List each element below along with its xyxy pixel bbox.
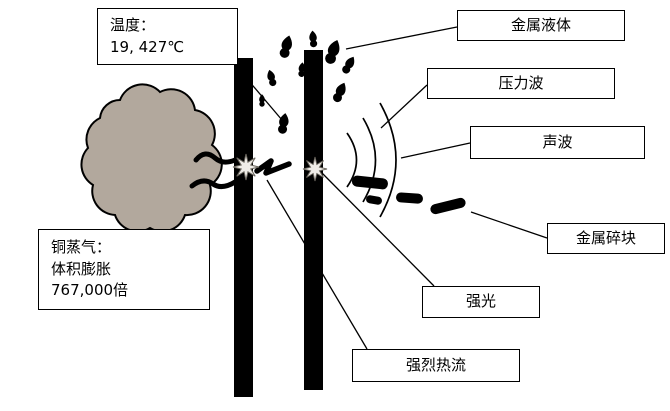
heat-flow-text: 强烈热流 [405,355,466,374]
droplet-icon [278,113,289,134]
heat-flow-label: 强烈热流 [352,349,520,382]
heat-flow-callout-line [266,179,368,350]
metal-fragments-label: 金属碎块 [547,223,665,254]
fragment-shape [366,195,382,205]
strong-light-callout-line [320,171,435,287]
droplet-icon [279,35,292,58]
temperature-callout-line [230,59,283,121]
left-busbar [234,58,253,397]
right-busbar [304,50,323,390]
wave-arc-middle [362,117,377,203]
copper-vapor-line2: 体积膨胀 [51,259,112,278]
fragment-shape [396,192,423,204]
temperature-value: 19, 427℃ [110,37,185,56]
arc-discharge-shape [254,158,292,176]
droplet-icon [309,30,318,48]
droplet-icon [333,82,346,103]
vapor-stream-bottom [189,178,238,190]
droplet-icon [342,56,355,74]
wave-arc-outer [379,102,397,218]
sound-wave-label: 声波 [470,126,645,159]
metal-fragments-callout-line [470,211,548,239]
spark-burst-right [302,156,328,182]
wave-arc-inner [346,132,358,188]
droplet-icon [267,69,277,87]
strong-light-label: 强光 [422,286,540,318]
droplet-icon [325,39,340,64]
metal-liquid-callout-line [345,26,458,50]
wave-arcs-group [346,102,397,218]
metal-liquid-label: 金属液体 [457,10,625,41]
droplet-icon [259,94,265,107]
molten-droplets-group [259,30,355,134]
metal-fragments-group [351,175,466,215]
metal-liquid-text: 金属液体 [510,15,571,34]
strong-light-text: 强光 [465,292,496,311]
sound-wave-callout-line [400,142,471,159]
droplet-icon [298,62,306,77]
temperature-label: 温度： 19, 427℃ [97,8,238,65]
sound-wave-text: 声波 [542,132,573,151]
fragment-shape [351,175,388,190]
spark-burst-left [232,153,260,181]
copper-vapor-title: 铜蒸气： [51,237,112,256]
metal-fragments-text: 金属碎块 [575,228,636,247]
fragment-shape [430,197,466,215]
copper-vapor-label: 铜蒸气： 体积膨胀 767,000倍 [38,229,210,310]
vapor-stream-top [193,151,238,165]
vapor-cloud-shape [80,83,223,233]
pressure-wave-label: 压力波 [427,68,615,99]
pressure-wave-text: 压力波 [498,73,544,92]
temperature-title: 温度： [110,15,156,34]
copper-vapor-line3: 767,000倍 [51,281,129,300]
